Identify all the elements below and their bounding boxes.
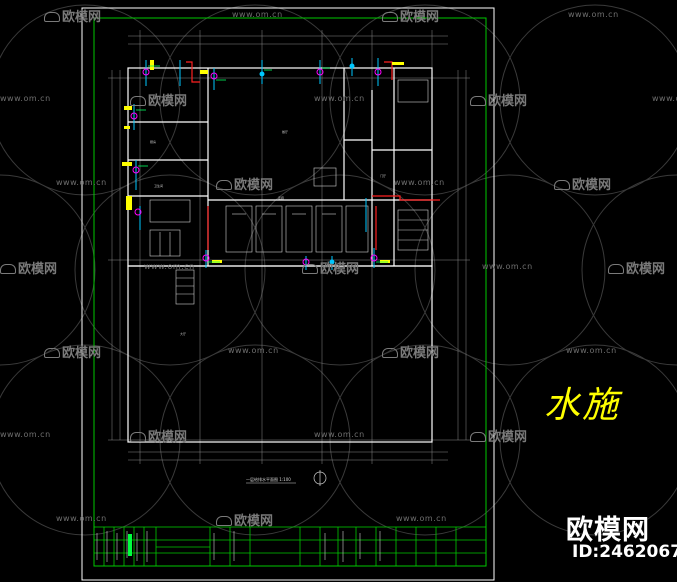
- watermark-logo: 欧模网: [216, 510, 273, 529]
- watermark-logo-text: 欧模网: [320, 262, 360, 277]
- watermark-logo-text: 欧模网: [62, 346, 102, 361]
- sofa-logo-icon: [216, 516, 232, 526]
- watermark-logo-text: 欧模网: [572, 178, 612, 193]
- watermark-logo-text: 欧模网: [148, 94, 188, 109]
- sofa-logo-icon: [302, 264, 318, 274]
- watermark-url: www.om.cn: [482, 262, 533, 271]
- brand-logo-text: 欧模网: [566, 515, 650, 546]
- watermark-url: www.om.cn: [394, 178, 445, 187]
- watermark-url: www.om.cn: [232, 10, 283, 19]
- watermark-logo-text: 欧模网: [148, 430, 188, 445]
- watermark-logo-text: 欧模网: [488, 94, 528, 109]
- sofa-logo-icon: [382, 12, 398, 22]
- watermark-logo: 欧模网: [130, 90, 187, 109]
- watermark-url: www.om.cn: [144, 262, 195, 271]
- watermark-logo: 欧模网: [0, 258, 57, 277]
- room-label: 走廊: [278, 196, 285, 200]
- sofa-logo-icon: [130, 432, 146, 442]
- title-block: [93, 526, 487, 567]
- pipe-labels: [136, 65, 388, 263]
- watermark-logo: 欧模网: [554, 174, 611, 193]
- watermark-url: www.om.cn: [0, 430, 51, 439]
- sofa-logo-icon: [0, 264, 16, 274]
- fixture-symbols: [130, 63, 382, 266]
- room-label: 餐厅: [282, 130, 289, 134]
- watermark-url: www.om.cn: [228, 346, 279, 355]
- sofa-logo-icon: [470, 432, 486, 442]
- watermark-url: www.om.cn: [314, 94, 365, 103]
- interior-details: [149, 79, 429, 305]
- watermark-url: www.om.cn: [314, 430, 365, 439]
- watermark-logo: 欧模网: [470, 90, 527, 109]
- watermark-url: www.om.cn: [566, 346, 617, 355]
- room-label: 卫生间: [154, 184, 164, 188]
- watermark-logo-text: 欧模网: [488, 430, 528, 445]
- watermark-logo: 欧模网: [382, 6, 439, 25]
- watermark-logo: 欧模网: [302, 258, 359, 277]
- sofa-logo-icon: [44, 12, 60, 22]
- model-id-label: ID:2462067: [572, 542, 677, 562]
- watermark-logo-text: 欧模网: [18, 262, 58, 277]
- watermark-url: www.om.cn: [396, 514, 447, 523]
- watermark-logo: 欧模网: [382, 342, 439, 361]
- room-label: 厨房: [150, 140, 157, 144]
- watermark-url: www.om.cn: [0, 94, 51, 103]
- north-arrow-icon: [313, 470, 327, 486]
- watermark-logo: 欧模网: [44, 6, 101, 25]
- watermark-logo-text: 欧模网: [400, 346, 440, 361]
- plan-title: 一层给排水平面图 1:100: [246, 477, 291, 482]
- sofa-logo-icon: [44, 348, 60, 358]
- watermark-logo-text: 欧模网: [234, 514, 274, 529]
- drain-tags: [122, 60, 404, 263]
- sofa-logo-icon: [382, 348, 398, 358]
- axis-grid: [108, 30, 470, 464]
- watermark-arcs: [0, 4, 677, 536]
- watermark-logo-text: 欧模网: [234, 178, 274, 193]
- sofa-logo-icon: [470, 96, 486, 106]
- watermark-logo: 欧模网: [608, 258, 665, 277]
- watermark-url: www.om.cn: [652, 94, 677, 103]
- watermark-url: www.om.cn: [568, 10, 619, 19]
- hot-water-pipes: [186, 61, 440, 250]
- watermark-logo-text: 欧模网: [626, 262, 666, 277]
- watermark-logo-text: 欧模网: [400, 10, 440, 25]
- watermark-logo: 欧模网: [130, 426, 187, 445]
- sheet-label: 水施: [544, 385, 621, 426]
- sofa-logo-icon: [216, 180, 232, 190]
- watermark-url: www.om.cn: [56, 178, 107, 187]
- watermark-url: www.om.cn: [56, 514, 107, 523]
- watermark-logo: 欧模网: [44, 342, 101, 361]
- room-label: 门厅: [380, 174, 387, 178]
- sofa-logo-icon: [608, 264, 624, 274]
- sofa-logo-icon: [130, 96, 146, 106]
- room-label: 大厅: [180, 332, 187, 336]
- title-block-highlight: [128, 534, 132, 556]
- watermark-logo: 欧模网: [470, 426, 527, 445]
- watermark-logo-text: 欧模网: [62, 10, 102, 25]
- title-block-text-lines: [96, 531, 381, 562]
- sofa-logo-icon: [554, 180, 570, 190]
- watermark-logo: 欧模网: [216, 174, 273, 193]
- walls: [127, 67, 433, 443]
